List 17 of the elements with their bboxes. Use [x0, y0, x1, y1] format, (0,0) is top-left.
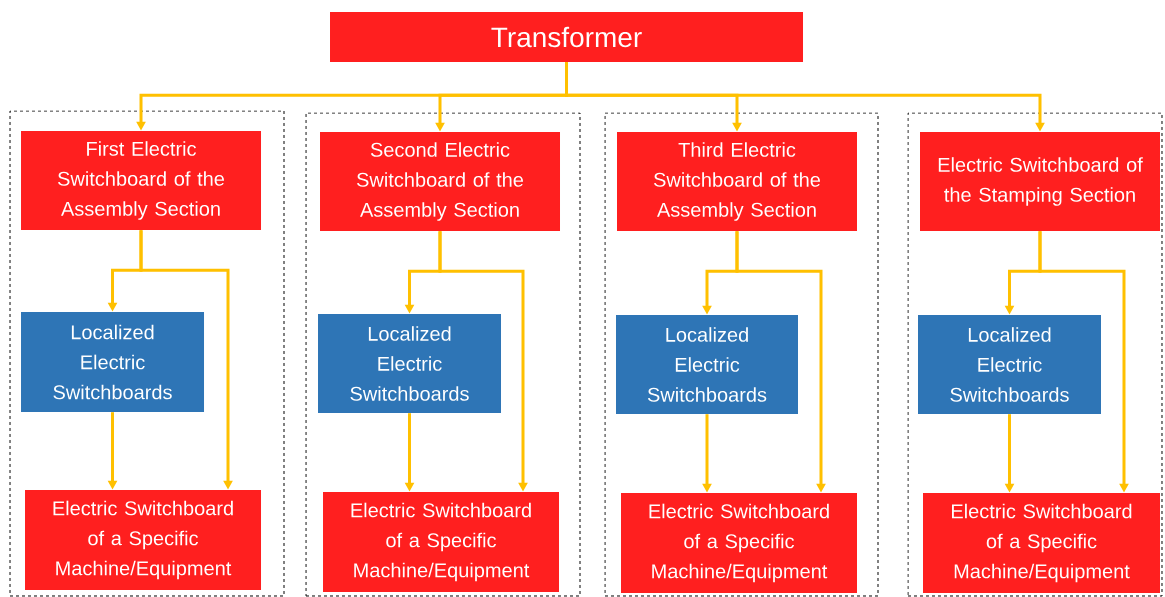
dashed-group-box	[907, 112, 1163, 597]
switchboard-box: Electric Switchboard of the Stamping Section	[920, 132, 1160, 231]
switchboard-box: First Electric Switchboard of the Assembly Section	[21, 131, 261, 230]
switchboard-box: Third Electric Switchboard of the Assembly Section	[617, 132, 857, 231]
transformer-box: Transformer	[330, 12, 803, 62]
switchboard-box: Localized Electric Switchboards	[21, 312, 204, 412]
switchboard-box: Electric Switchboard of a Specific Machine/Equipment	[621, 493, 857, 593]
switchboard-box: Localized Electric Switchboards	[318, 314, 501, 413]
switchboard-box: Second Electric Switchboard of the Assembly Section	[320, 132, 560, 231]
switchboard-box: Electric Switchboard of a Specific Machine/Equipment	[923, 493, 1160, 593]
switchboard-box: Electric Switchboard of a Specific Machine/Equipment	[323, 492, 559, 592]
dashed-group-box	[305, 112, 581, 597]
switchboard-box: Localized Electric Switchboards	[616, 315, 798, 414]
dashed-group-box	[604, 112, 879, 597]
dashed-group-box	[9, 110, 285, 597]
switchboard-box: Localized Electric Switchboards	[918, 315, 1101, 414]
switchboard-box: Electric Switchboard of a Specific Machine/Equipment	[25, 490, 261, 590]
